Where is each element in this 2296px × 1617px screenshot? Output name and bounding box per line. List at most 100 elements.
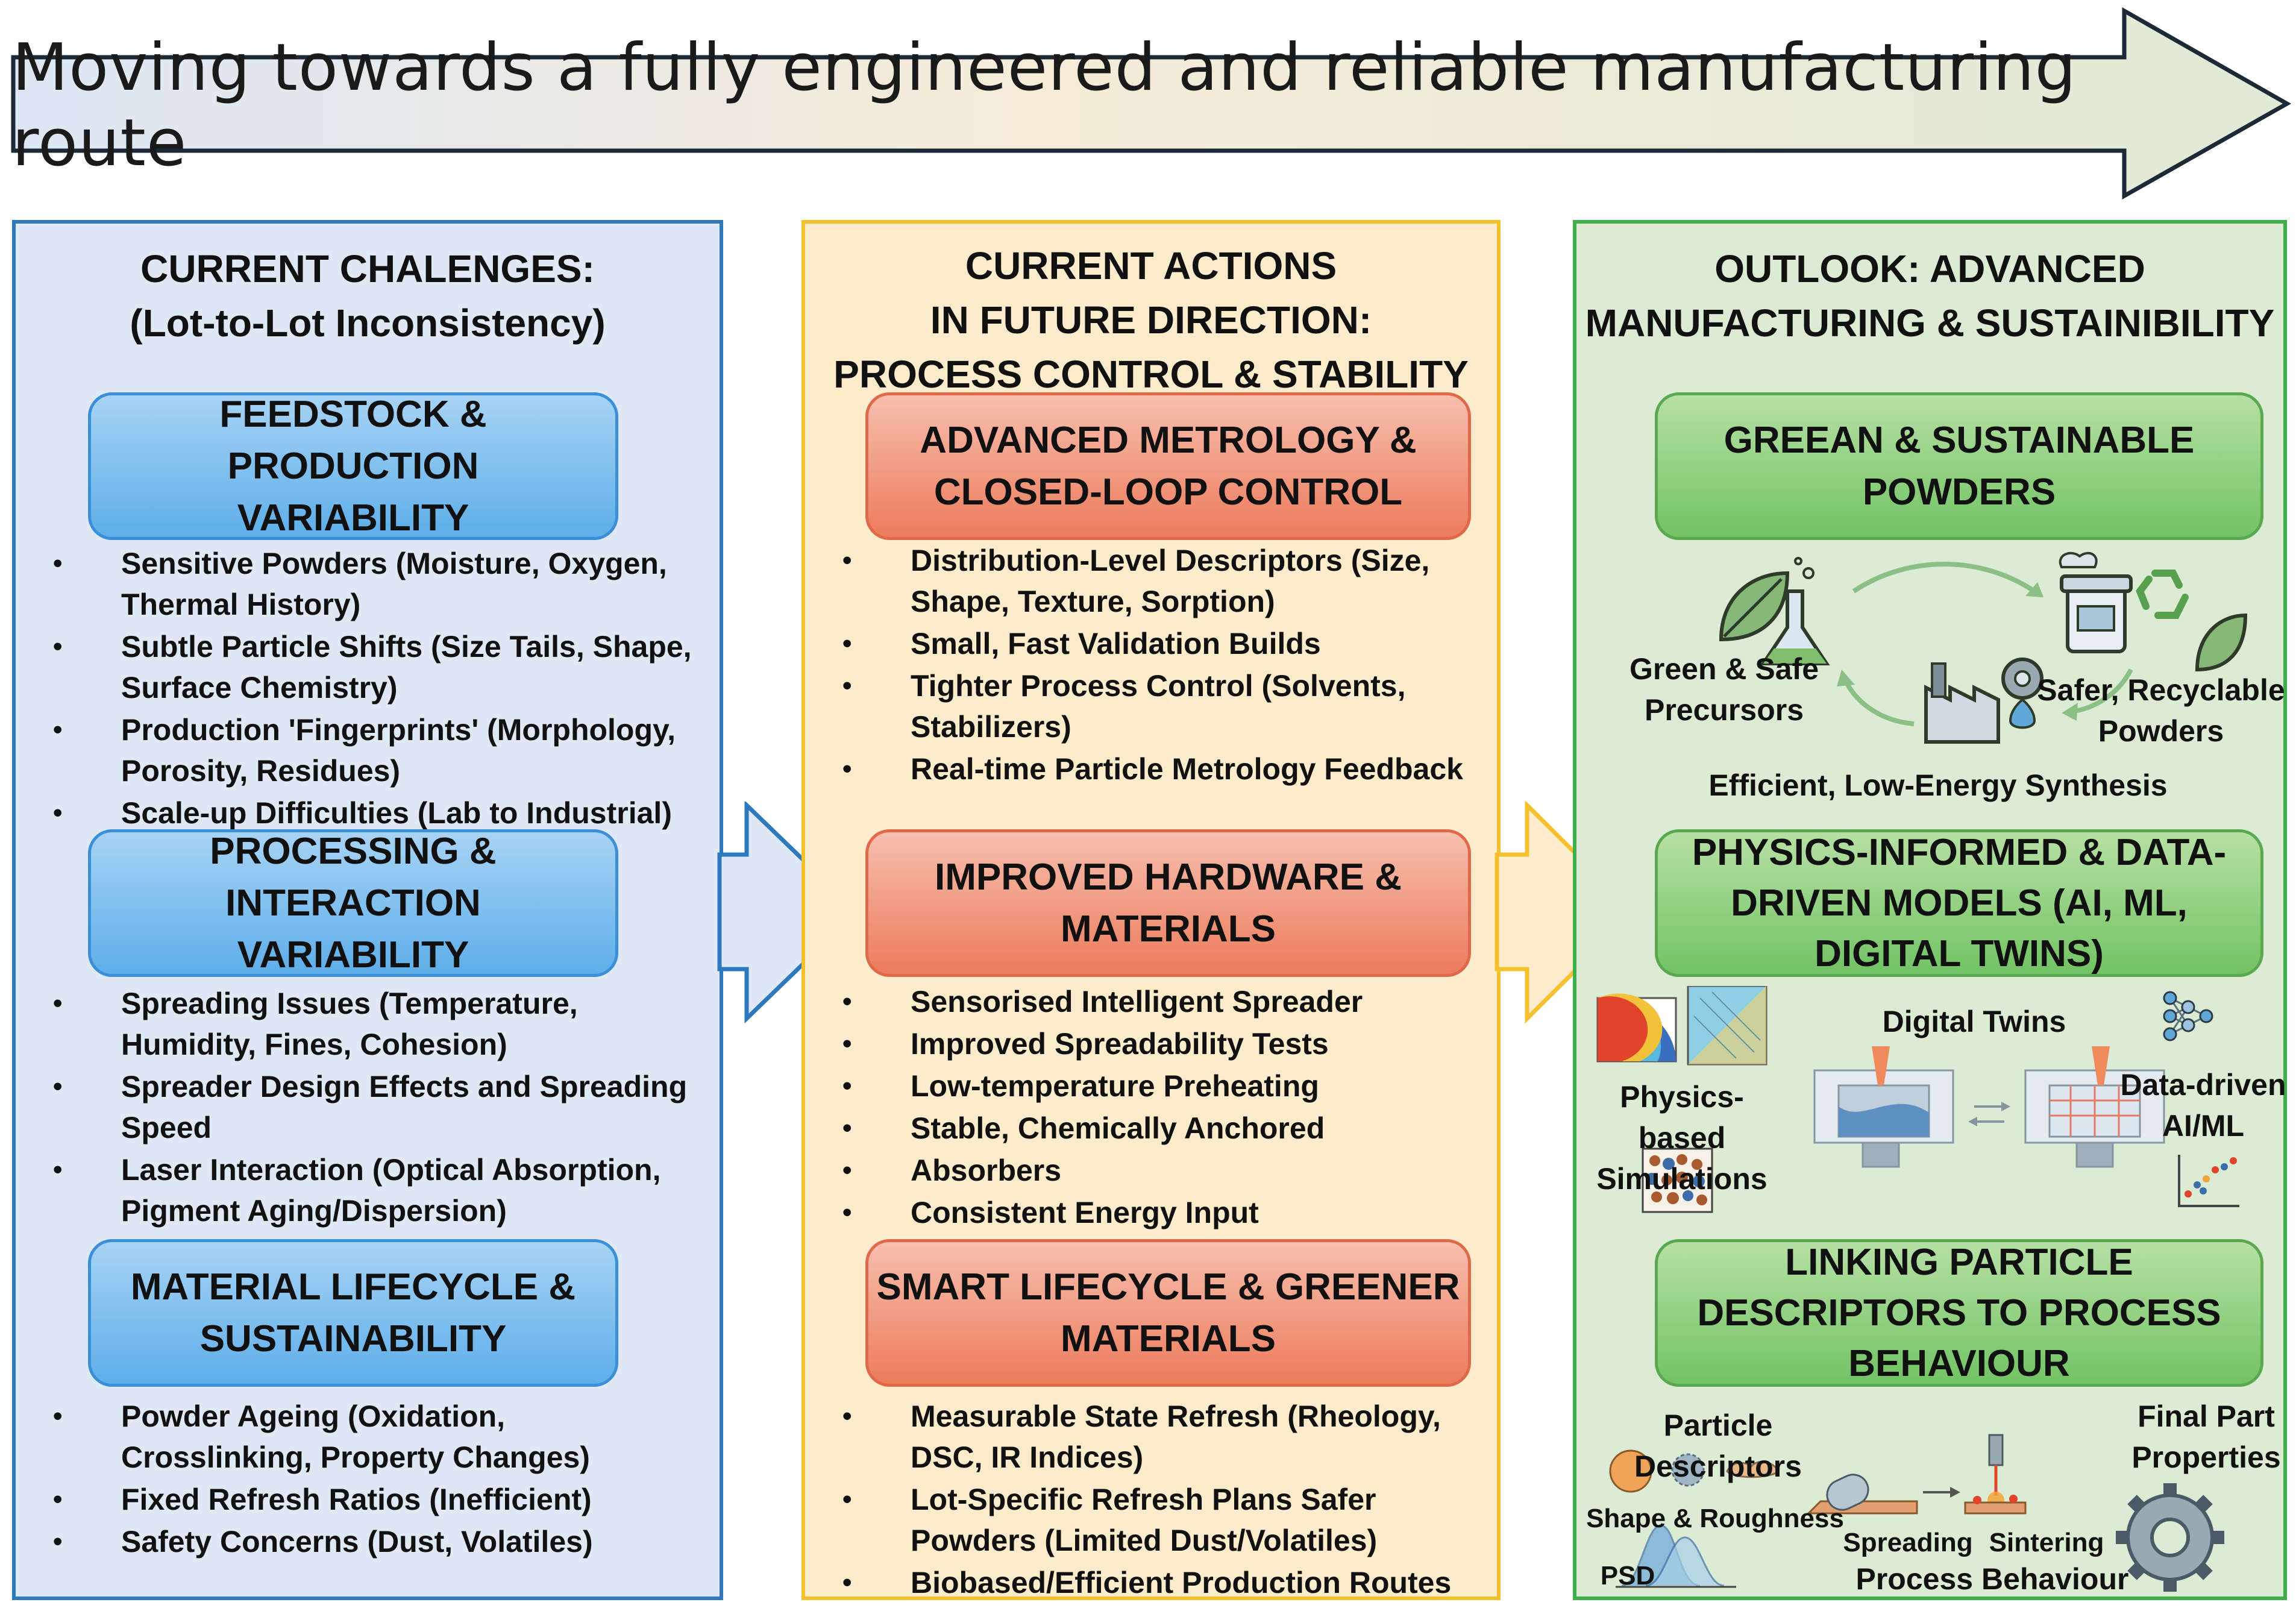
label-line-2: Properties	[2131, 1440, 2281, 1474]
top-banner-arrow	[11, 7, 2292, 200]
box-label-line-1: ADVANCED METROLOGY &	[920, 419, 1417, 461]
linking-illustration	[1609, 1434, 2224, 1592]
box-label-line-1: LINKING PARTICLE	[1785, 1241, 2133, 1283]
particle-shapes-icon	[1609, 1449, 1780, 1493]
list-item: Stable, Chemically Anchored	[805, 1108, 1498, 1149]
box-label-line-1: MATERIAL LIFECYCLE &	[130, 1266, 576, 1308]
list-item: Measurable State Refresh (Rheology,DSC, …	[805, 1396, 1498, 1478]
list-item: Real-time Particle Metrology Feedback	[805, 749, 1498, 790]
list-item: Low-temperature Preheating	[805, 1066, 1498, 1107]
safer-recyclable-powders-label: Safer, Recyclable Powders	[2034, 670, 2288, 752]
box-label-line-1: PROCESSING & INTERACTION	[210, 830, 497, 924]
shape-roughness-label: Shape & Roughness	[1586, 1504, 1844, 1533]
column-title-line-2: IN FUTURE DIRECTION:	[930, 298, 1372, 342]
column-title-line-2: (Lot-to-Lot Inconsistency)	[130, 301, 606, 345]
list-item: Production 'Fingerprints' (Morphology,Po…	[16, 709, 721, 791]
list-item: Lot-Specific Refresh Plans SaferPowders …	[805, 1479, 1498, 1561]
gear-icon	[2116, 1483, 2224, 1592]
green-cycle-illustration	[1719, 551, 2248, 744]
box-label-line-2: CLOSED-LOOP CONTROL	[933, 471, 1403, 513]
green-safe-precursors-label: Green & Safe Precursors	[1598, 648, 1851, 730]
digital-twins-label: Digital Twins	[1882, 1005, 2066, 1038]
list-item: Scale-up Difficulties (Lab to Industrial…	[16, 793, 721, 834]
processing-variability-box: PROCESSING & INTERACTION VARIABILITY	[88, 829, 618, 977]
fem-simulation-icon	[1596, 993, 1677, 1063]
box-label-line-1: PHYSICS-INFORMED & DATA-	[1692, 831, 2227, 873]
lifecycle-list: Powder Ageing (Oxidation,Crosslinking, P…	[16, 1396, 721, 1563]
hardware-materials-box: IMPROVED HARDWARE & MATERIALS	[865, 829, 1471, 977]
lifecycle-sustainability-box: MATERIAL LIFECYCLE & SUSTAINABILITY	[88, 1239, 618, 1387]
list-item: Powder Ageing (Oxidation,Crosslinking, P…	[16, 1396, 721, 1478]
column-title-line-3: PROCESS CONTROL & STABILITY	[833, 353, 1469, 396]
particle-descriptors-box: LINKING PARTICLE DESCRIPTORS TO PROCESS …	[1655, 1239, 2263, 1387]
box-label-line-1: GREEAN & SUSTAINABLE	[1724, 419, 2195, 461]
label-line-1: Final Part	[2138, 1399, 2275, 1433]
list-item: Absorbers	[805, 1150, 1498, 1191]
box-label-line-2: MATERIALS	[1060, 1317, 1276, 1360]
label-line-2: Powders	[2098, 714, 2224, 748]
particle-packing-icon	[1642, 1148, 1713, 1213]
list-item: Spreader Design Effects and SpreadingSpe…	[16, 1066, 721, 1148]
mesh-simulation-icon	[1687, 986, 1767, 1066]
process-behaviour-label: Process Behaviour	[1855, 1562, 2129, 1596]
metrology-control-box: ADVANCED METROLOGY & CLOSED-LOOP CONTROL	[865, 392, 1471, 540]
box-label-line-1: SMART LIFECYCLE & GREENER	[876, 1266, 1460, 1308]
list-item: Tighter Process Control (Solvents,Stabil…	[805, 665, 1498, 747]
neural-network-icon	[2163, 991, 2213, 1041]
label-line-1: Data-driven	[2120, 1068, 2286, 1102]
particle-descriptors-label: Particle Descriptors	[1634, 1408, 1802, 1483]
list-item: Distribution-Level Descriptors (Size,Sha…	[805, 540, 1498, 622]
box-label-line-2: VARIABILITY	[237, 497, 469, 539]
box-label-line-2: DRIVEN MODELS (AI, ML,	[1731, 882, 2188, 924]
scatter-plot-icon	[2178, 1155, 2239, 1207]
feedstock-list: Sensitive Powders (Moisture, Oxygen,Ther…	[16, 543, 721, 835]
box-label-line-3: BEHAVIOUR	[1848, 1342, 2070, 1384]
list-item: Fixed Refresh Ratios (Inefficient)	[16, 1479, 721, 1520]
physics-simulations-label: Physics-based Simulations	[1576, 1076, 1787, 1199]
label-line-2: Precursors	[1644, 693, 1804, 727]
current-challenges-panel: CURRENT CHALENGES: (Lot-to-Lot Inconsist…	[12, 220, 723, 1600]
column-title-line-2: MANUFACTURING & SUSTAINIBILITY	[1585, 301, 2275, 345]
list-item: Biobased/Efficient Production Routes	[805, 1562, 1498, 1603]
label-line-1: Green & Safe	[1629, 652, 1819, 686]
green-powders-box: GREEAN & SUSTAINABLE POWDERS	[1655, 392, 2263, 540]
column-title-line-1: CURRENT ACTIONS	[965, 244, 1337, 287]
list-item: Laser Interaction (Optical Absorption,Pi…	[16, 1149, 721, 1231]
list-item: Sensorised Intelligent Spreader	[805, 981, 1498, 1022]
box-label-line-2: POWDERS	[1862, 471, 2056, 513]
sintering-label: Sintering	[1989, 1528, 2104, 1557]
factory-icon	[1924, 658, 2044, 744]
smart-lifecycle-box: SMART LIFECYCLE & GREENER MATERIALS	[865, 1239, 1471, 1387]
leaf-flask-icon	[1719, 557, 1830, 665]
digital-twin-simulation-icon	[2024, 1046, 2165, 1168]
label-line-1: Safer, Recyclable	[2037, 673, 2285, 707]
list-item: Small, Fast Validation Builds	[805, 623, 1498, 664]
label-line-2: AI/ML	[2162, 1109, 2245, 1143]
list-item: Improved Spreadability Tests	[805, 1023, 1498, 1064]
column-title-line-1: OUTLOOK: ADVANCED	[1714, 247, 2145, 290]
list-item: Consistent Energy Input	[805, 1192, 1498, 1233]
box-label-line-1: IMPROVED HARDWARE &	[934, 856, 1402, 898]
metrology-list: Distribution-Level Descriptors (Size,Sha…	[805, 540, 1498, 791]
feedstock-variability-box: FEEDSTOCK & PRODUCTION VARIABILITY	[88, 392, 618, 540]
recycle-jar-icon	[2059, 551, 2248, 672]
box-label-line-2: VARIABILITY	[237, 934, 469, 976]
efficient-synthesis-label: Efficient, Low-Energy Synthesis	[1708, 768, 2168, 802]
list-item: Safety Concerns (Dust, Volatiles)	[16, 1521, 721, 1562]
hardware-list: Sensorised Intelligent Spreader Improved…	[805, 981, 1498, 1234]
box-label-line-1: FEEDSTOCK & PRODUCTION	[219, 393, 487, 487]
psd-curves-icon	[1616, 1524, 1736, 1588]
box-label-line-2: MATERIALS	[1060, 908, 1276, 950]
column-title-line-1: CURRENT CHALENGES:	[140, 247, 595, 290]
smart-lifecycle-list: Measurable State Refresh (Rheology,DSC, …	[805, 1396, 1498, 1604]
outlook-panel: OUTLOOK: ADVANCED MANUFACTURING & SUSTAI…	[1573, 220, 2287, 1600]
data-driven-label: Data-driven AI/ML	[2113, 1064, 2294, 1146]
spreading-label: Spreading	[1843, 1528, 1973, 1557]
processing-list: Spreading Issues (Temperature,Humidity, …	[16, 983, 721, 1232]
list-item: Spreading Issues (Temperature,Humidity, …	[16, 983, 721, 1065]
list-item: Subtle Particle Shifts (Size Tails, Shap…	[16, 626, 721, 708]
label-line-2: Simulations	[1596, 1162, 1767, 1196]
box-label-line-2: SUSTAINABILITY	[199, 1317, 507, 1360]
models-illustration	[1596, 986, 2239, 1213]
digital-twin-machine-icon	[1813, 1046, 1954, 1168]
